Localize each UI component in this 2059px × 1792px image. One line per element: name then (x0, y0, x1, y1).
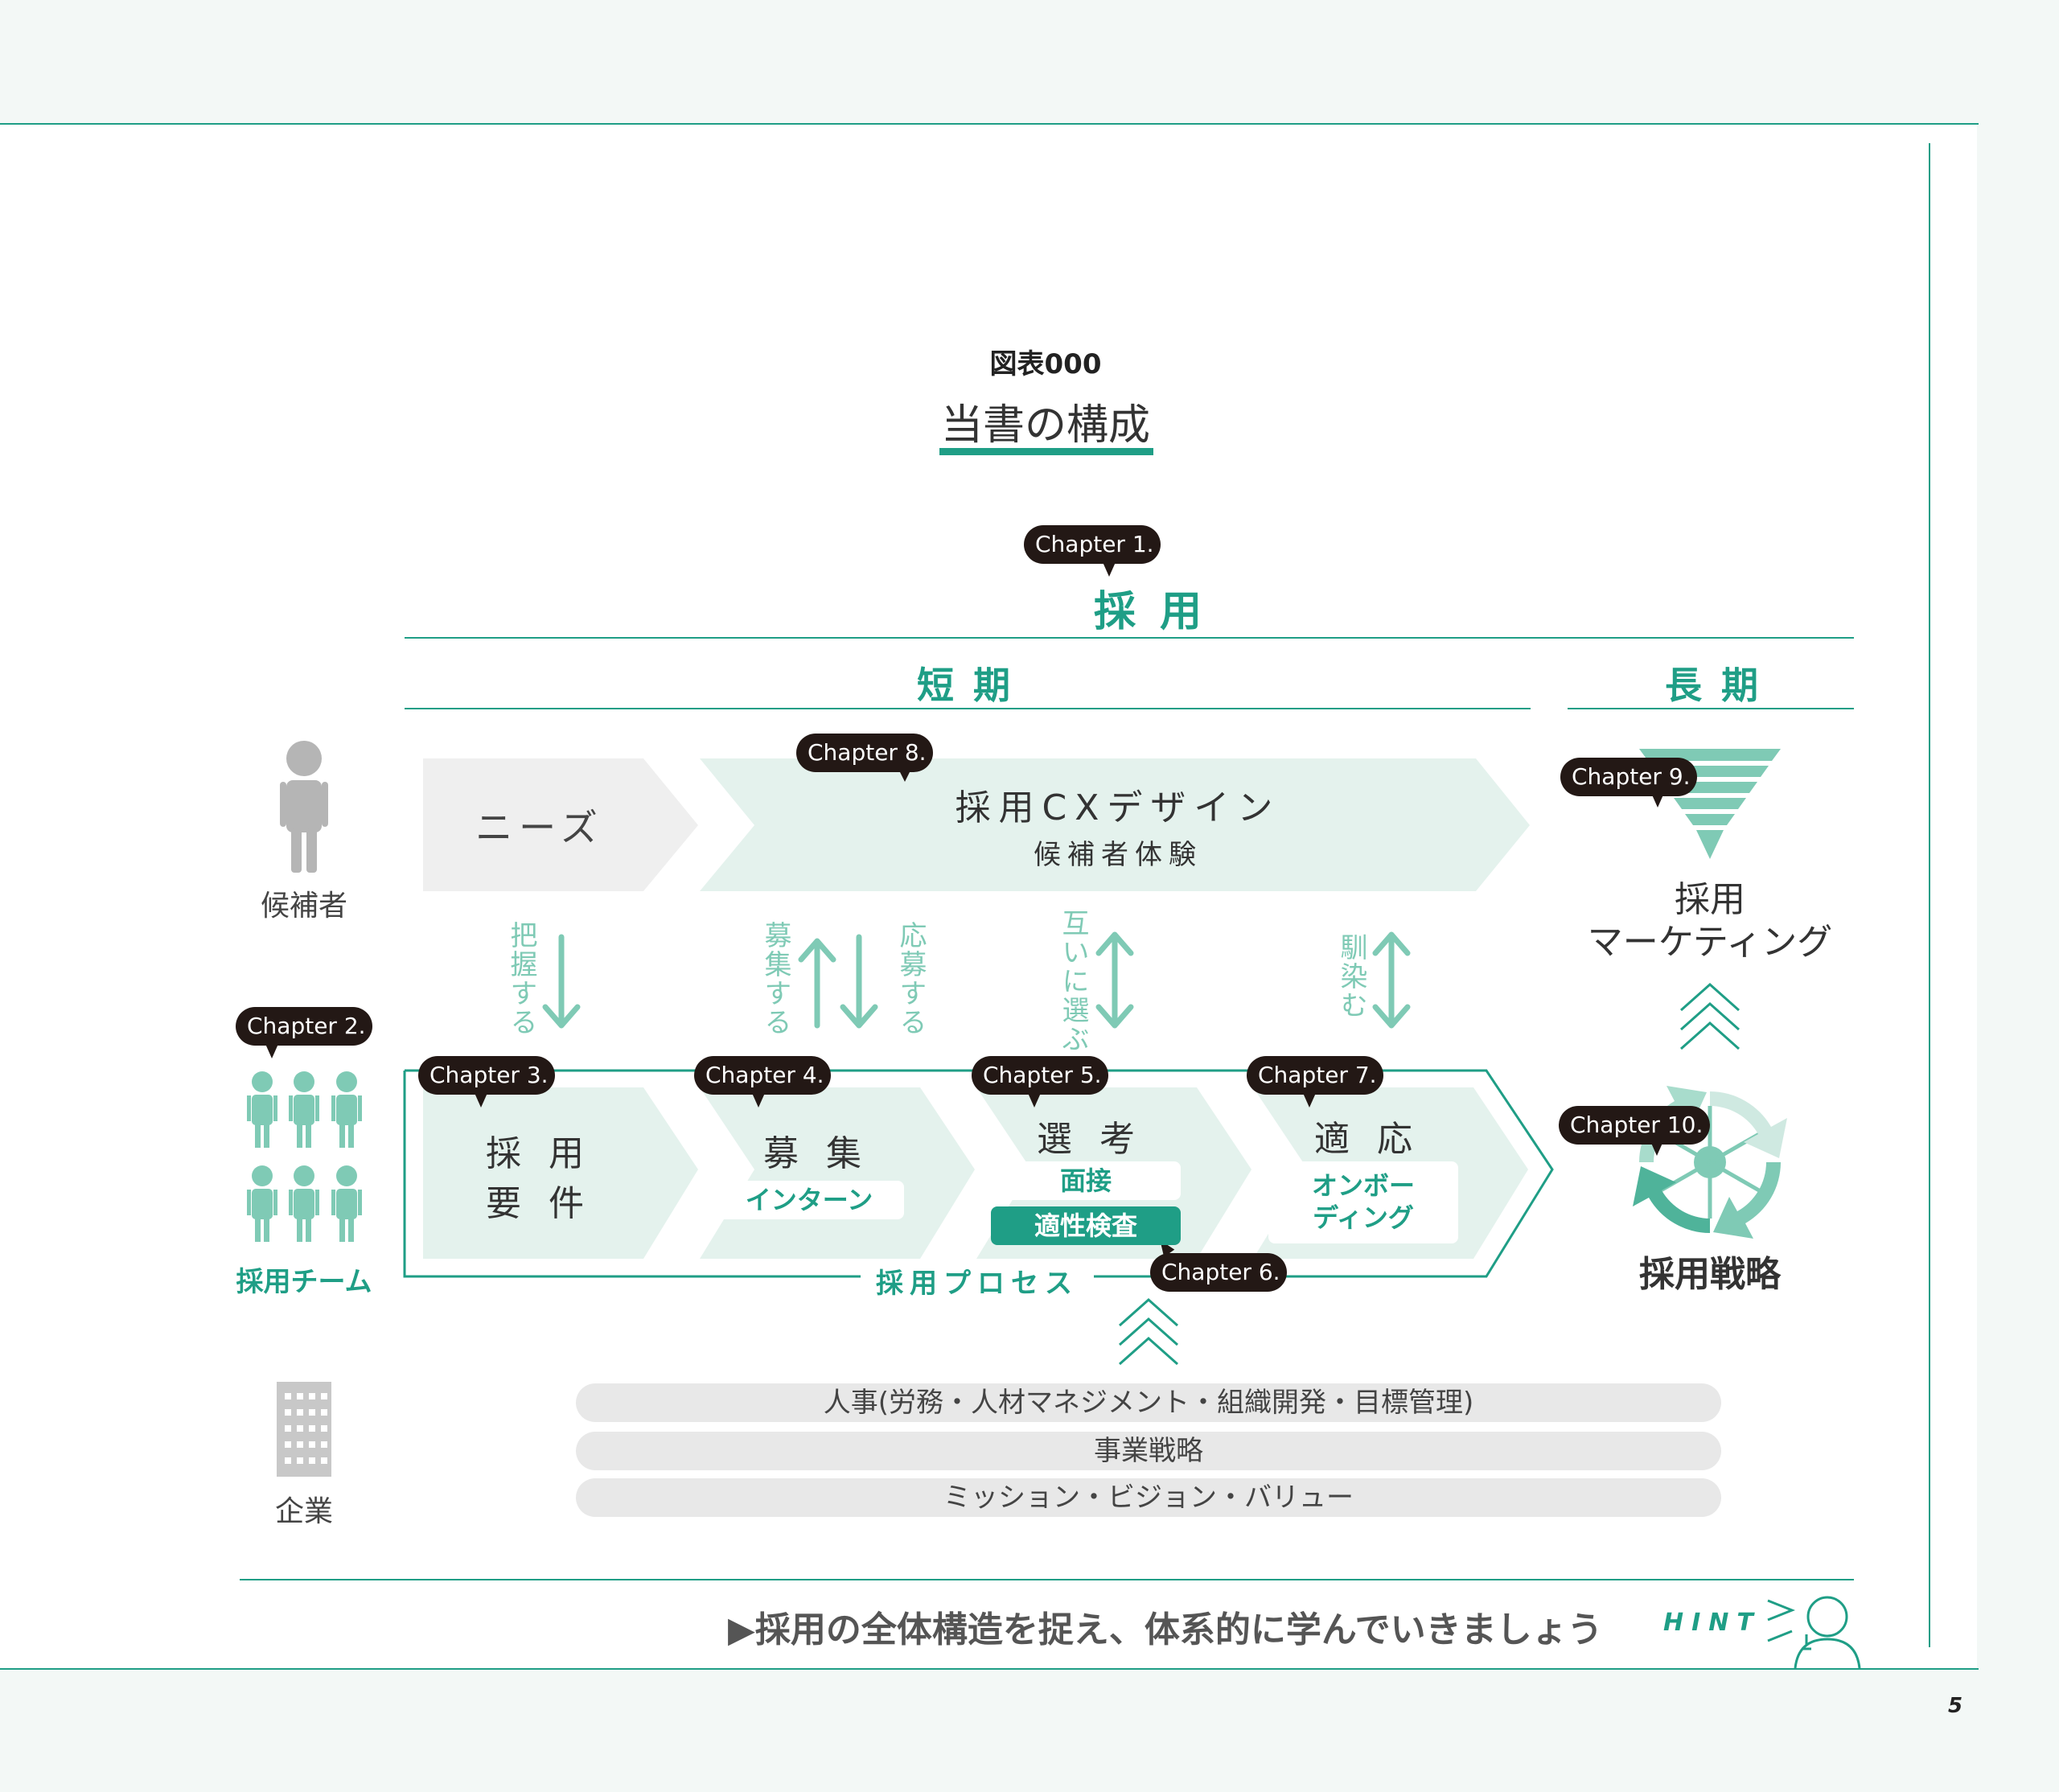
step-requirements-line1: 採 用 (486, 1133, 592, 1174)
chapter-6-badge: Chapter 6. (1150, 1253, 1287, 1292)
arrow-label-apply: 応募する (894, 921, 927, 1037)
foundation-business-strategy: 事業戦略 (576, 1432, 1721, 1470)
step-adaptation-title: 適 応 (1314, 1119, 1420, 1160)
page-title: 当書の構成 (940, 401, 1150, 450)
process-outline-left (403, 1071, 861, 1278)
chapter-4-badge: Chapter 4. (694, 1056, 831, 1095)
arrow-both-5 (1372, 931, 1411, 1029)
company-label: 企業 (274, 1495, 333, 1528)
process-outline-right (405, 1069, 1554, 1278)
page-number: 5 (1948, 1694, 1963, 1718)
arrow-up-2 (798, 938, 836, 1029)
process-chevron-1 (423, 1087, 698, 1259)
hint-person-icon (1767, 1596, 1861, 1669)
footer-rule (240, 1579, 1854, 1580)
recruitment-heading: 採 用 (1093, 588, 1207, 636)
strategy-cycle (1633, 1086, 1787, 1239)
arrow-down-3 (840, 934, 878, 1029)
cx-chevron (700, 758, 1530, 891)
strategy-up-chevrons (1680, 982, 1740, 1050)
step-selection-interview: 面接 (991, 1161, 1181, 1200)
chapter-10-tail (1650, 1141, 1663, 1156)
strategy-label: 採用戦略 (1639, 1254, 1781, 1295)
chapter-7-badge: Chapter 7. (1247, 1056, 1383, 1095)
bottom-rule (0, 1668, 1979, 1670)
needs-label: ニーズ (475, 806, 604, 849)
cx-design-subtitle: 候補者体験 (1034, 839, 1202, 871)
arrow-label-grasp: 把握する (505, 921, 537, 1037)
chapter-8-badge: Chapter 8. (796, 734, 933, 772)
long-term-heading: 長 期 (1664, 664, 1761, 707)
candidate-person-icon (280, 741, 328, 873)
team-people-icons (247, 1071, 362, 1242)
marketing-label-line1: 採用 (1675, 879, 1745, 920)
step-requirements-line2: 要 件 (486, 1183, 592, 1224)
short-term-heading: 短 期 (916, 664, 1013, 707)
company-building-icon (277, 1382, 331, 1477)
arrow-down-1 (542, 934, 581, 1029)
hint-label: HINT (1663, 1609, 1761, 1637)
foundation-mission-vision-values: ミッション・ビジョン・バリュー (576, 1478, 1721, 1517)
chapter-10-badge: Chapter 10. (1559, 1106, 1710, 1145)
chapter-5-tail (1028, 1093, 1041, 1108)
foundation-hr: 人事(労務・人材マネジメント・組織開発・目標管理) (576, 1383, 1721, 1422)
team-label: 採用チーム (236, 1266, 372, 1298)
chapter-2-tail (265, 1044, 278, 1058)
process-up-chevrons (1119, 1297, 1178, 1366)
chapter-9-badge: Chapter 9. (1560, 758, 1697, 796)
footer-message: ▶採用の全体構造を捉え、体系的に学んでいきましょう (728, 1609, 1603, 1650)
step-selection-aptitude-test: 適性検査 (991, 1206, 1181, 1245)
figure-label: 図表000 (989, 348, 1102, 380)
long-term-rule (1568, 708, 1854, 709)
chapter-7-tail (1303, 1093, 1316, 1108)
title-underline (939, 448, 1153, 455)
marketing-label-line2: マーケティング (1587, 922, 1833, 963)
step-recruiting-intern: インターン (714, 1181, 904, 1219)
arrow-label-recruit: 募集する (759, 921, 791, 1037)
arrow-label-choose: 互いに選ぶ (1057, 909, 1089, 1054)
chapter-8-tail (898, 769, 911, 782)
chapter-2-badge: Chapter 2. (236, 1007, 372, 1046)
chapter-5-badge: Chapter 5. (972, 1056, 1108, 1095)
process-label: 採用プロセス (865, 1261, 1090, 1301)
candidate-label: 候補者 (260, 890, 347, 923)
chapter-3-badge: Chapter 3. (418, 1056, 555, 1095)
step-recruiting-title: 募 集 (763, 1133, 869, 1174)
chapter-9-tail (1651, 793, 1664, 808)
needs-chevron (423, 758, 698, 891)
top-rule (0, 123, 1979, 125)
step-adaptation-onboarding: オンボーディング (1268, 1161, 1458, 1243)
recruitment-rule (405, 637, 1854, 639)
step-selection-title: 選 考 (1037, 1119, 1143, 1160)
cx-design-title: 採用CXデザイン (955, 787, 1281, 828)
chapter-1-badge: Chapter 2.Chapter 1. (1024, 525, 1161, 577)
arrow-both-4 (1095, 931, 1134, 1029)
chapter-3-tail (475, 1093, 487, 1108)
arrow-label-fit: 馴染む (1335, 933, 1367, 1020)
chapter-4-tail (752, 1093, 765, 1108)
short-term-rule (405, 708, 1531, 709)
right-rule (1929, 143, 1930, 1647)
